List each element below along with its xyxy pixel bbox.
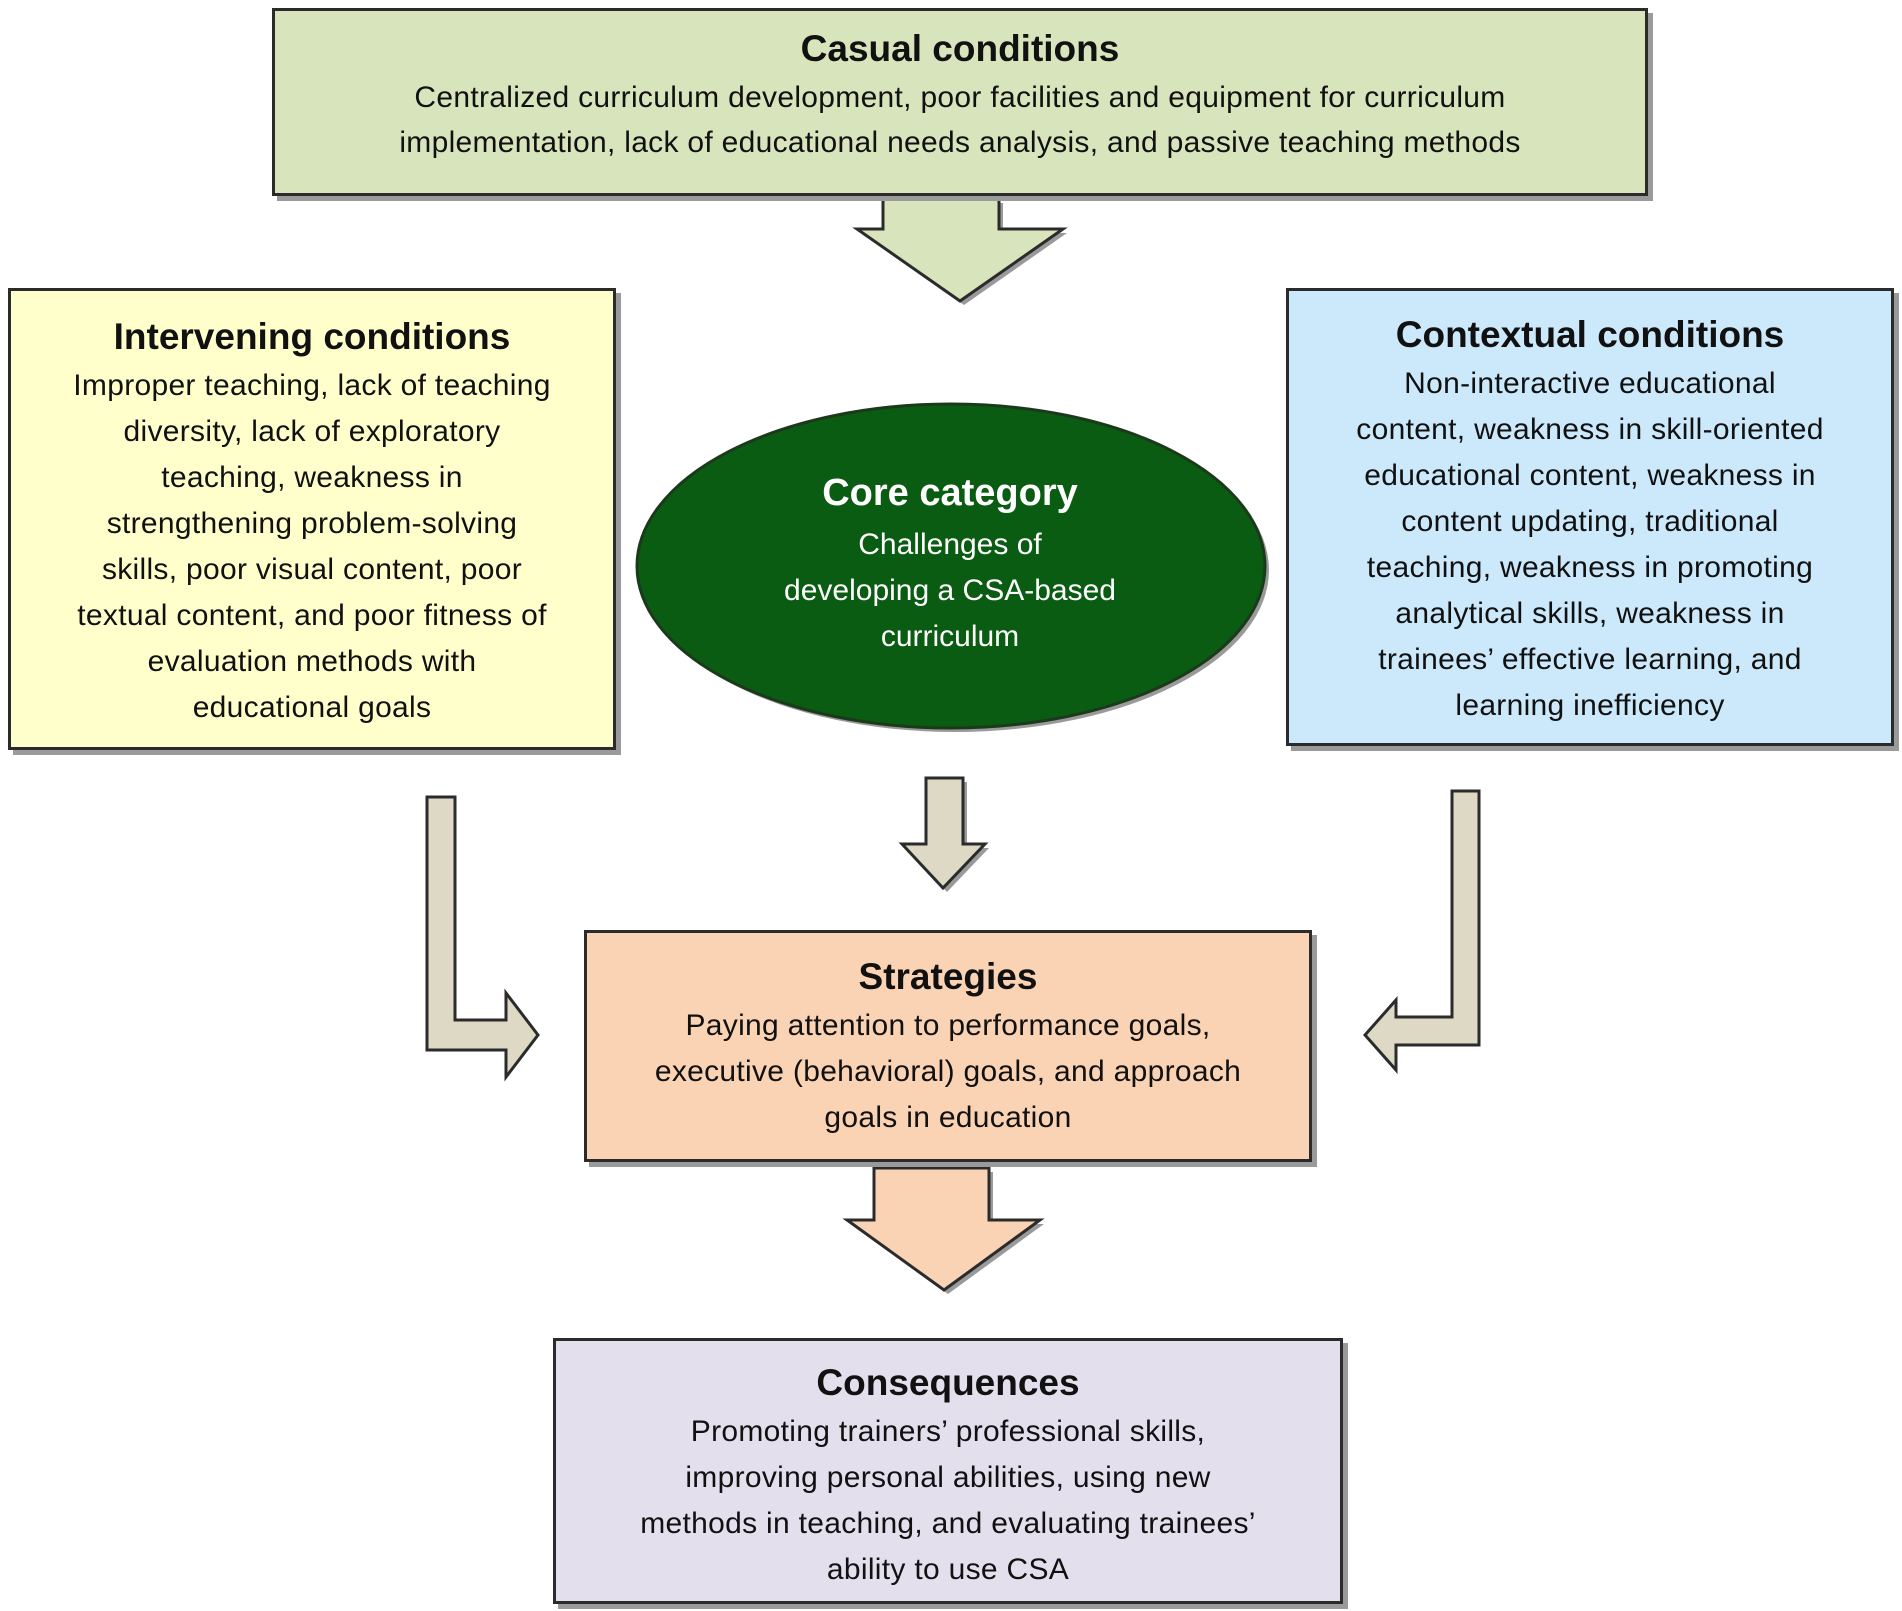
contextual-line: analytical skills, weakness in bbox=[1395, 597, 1785, 630]
intervening-line: teaching, weakness in bbox=[161, 461, 463, 494]
intervening-to-strategies-arrow bbox=[425, 795, 540, 1082]
core-down-arrow bbox=[898, 776, 989, 891]
consequences-title: Consequences bbox=[816, 1362, 1080, 1403]
causal-conditions-box: Casual conditions Centralized curriculum… bbox=[272, 8, 1648, 196]
core-line: developing a CSA-based bbox=[784, 574, 1116, 607]
consequences-line: improving personal abilities, using new bbox=[685, 1461, 1211, 1494]
contextual-line: trainees’ effective learning, and bbox=[1378, 643, 1802, 676]
core-line: curriculum bbox=[880, 620, 1020, 653]
contextual-line: content, weakness in skill-oriented bbox=[1356, 413, 1824, 446]
contextual-line: Non-interactive educational bbox=[1404, 367, 1776, 400]
core-line: Challenges of bbox=[858, 528, 1042, 561]
causal-title: Casual conditions bbox=[800, 28, 1120, 69]
contextual-line: educational content, weakness in bbox=[1364, 459, 1816, 492]
contextual-conditions-box: Contextual conditions Non-interactive ed… bbox=[1286, 288, 1894, 746]
causal-line: implementation, lack of educational need… bbox=[399, 126, 1521, 159]
intervening-line: skills, poor visual content, poor bbox=[101, 553, 523, 586]
intervening-conditions-box: Intervening conditions Improper teaching… bbox=[8, 288, 616, 750]
consequences-line: ability to use CSA bbox=[826, 1553, 1070, 1586]
contextual-line: teaching, weakness in promoting bbox=[1366, 551, 1814, 584]
strategies-line: executive (behavioral) goals, and approa… bbox=[654, 1055, 1242, 1088]
intervening-line: Improper teaching, lack of teaching bbox=[73, 369, 551, 402]
core-title: Core category bbox=[822, 472, 1078, 514]
consequences-line: Promoting trainers’ professional skills, bbox=[690, 1415, 1206, 1448]
contextual-text: Non-interactive educational content, wea… bbox=[1303, 361, 1877, 729]
contextual-line: content updating, traditional bbox=[1401, 505, 1779, 538]
contextual-title: Contextual conditions bbox=[1395, 314, 1785, 355]
strategies-line: goals in education bbox=[824, 1101, 1072, 1134]
consequences-text: Promoting trainers’ professional skills,… bbox=[570, 1409, 1326, 1593]
strategies-down-arrow bbox=[842, 1166, 1045, 1292]
intervening-line: educational goals bbox=[192, 691, 432, 724]
core-category-label: Core category Challenges of developing a… bbox=[700, 470, 1200, 660]
strategies-box: Strategies Paying attention to performan… bbox=[584, 930, 1312, 1162]
strategies-title: Strategies bbox=[858, 956, 1038, 997]
strategies-text: Paying attention to performance goals, e… bbox=[601, 1003, 1295, 1141]
causal-down-arrow bbox=[852, 197, 1068, 303]
intervening-line: strengthening problem-solving bbox=[106, 507, 518, 540]
core-text: Challenges of developing a CSA-based cur… bbox=[700, 522, 1200, 660]
consequences-line: methods in teaching, and evaluating trai… bbox=[640, 1507, 1256, 1540]
intervening-line: textual content, and poor fitness of bbox=[77, 599, 547, 632]
strategies-line: Paying attention to performance goals, bbox=[685, 1009, 1211, 1042]
core-ellipse bbox=[635, 402, 1267, 730]
intervening-text: Improper teaching, lack of teaching dive… bbox=[25, 363, 599, 731]
contextual-to-strategies-arrow bbox=[1362, 789, 1481, 1074]
causal-line: Centralized curriculum development, poor… bbox=[414, 81, 1506, 114]
consequences-box: Consequences Promoting trainers’ profess… bbox=[553, 1338, 1343, 1604]
contextual-line: learning inefficiency bbox=[1455, 689, 1725, 722]
intervening-title: Intervening conditions bbox=[113, 316, 511, 357]
intervening-line: diversity, lack of exploratory bbox=[123, 415, 501, 448]
intervening-line: evaluation methods with bbox=[147, 645, 477, 678]
causal-text: Centralized curriculum development, poor… bbox=[289, 75, 1631, 165]
